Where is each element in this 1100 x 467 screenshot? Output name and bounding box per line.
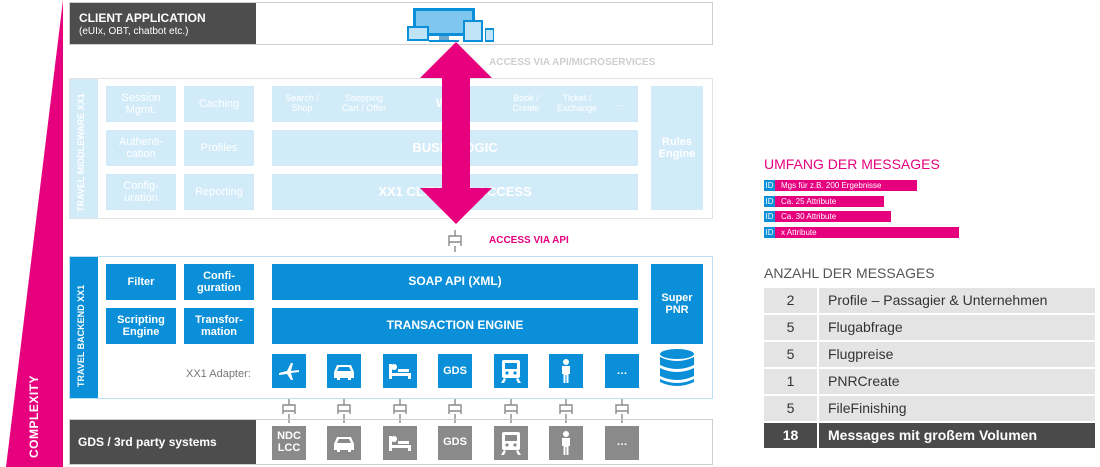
adapter-label: XX1 Adapter: <box>186 368 251 380</box>
gds-title: GDS / 3rd party systems <box>78 435 217 449</box>
ndc-lcc-icon: NDC LCC <box>272 426 306 460</box>
plane-icon <box>272 354 306 388</box>
soap-api: SOAP API (XML) <box>272 264 638 300</box>
profiles: Profiles <box>184 130 254 166</box>
middleware-more: … <box>615 98 625 109</box>
gds-connectors <box>282 399 629 423</box>
api-double-arrow <box>420 42 492 224</box>
hotel-icon <box>383 354 417 388</box>
ticket-exchange: Ticket / Exchange <box>556 93 598 113</box>
caching: Caching <box>184 86 254 122</box>
shopping-cart: Shopping Cart / Offer <box>341 93 387 113</box>
search-shop: Search / Shop <box>285 93 319 113</box>
scripting-engine: Scripting Engine <box>106 308 176 344</box>
gds-hotel-icon <box>383 426 417 460</box>
gds-person-icon <box>549 426 583 460</box>
devices-icon <box>407 8 494 42</box>
gds-panel <box>69 419 713 465</box>
gds-train-icon <box>494 426 528 460</box>
configuration-mw: Config- uration <box>106 174 176 210</box>
gds-icon: GDS <box>438 354 472 388</box>
super-pnr: Super PNR <box>651 264 703 344</box>
api-connector-icon <box>448 230 462 252</box>
person-icon <box>549 354 583 388</box>
complexity-label: COMPLEXITY <box>27 374 41 458</box>
adapter-more: … <box>605 354 639 388</box>
middleware-panel <box>69 78 713 219</box>
car-icon <box>327 354 361 388</box>
database-icon <box>660 349 694 386</box>
umfang-title: UMFANG DER MESSAGES <box>764 156 940 172</box>
train-icon <box>494 354 528 388</box>
gds-more: … <box>605 426 639 460</box>
complexity-wedge <box>6 0 63 467</box>
book-create: Book / Create <box>512 93 540 113</box>
filter: Filter <box>106 264 176 300</box>
backend-label: TRAVEL BACKEND XX1 <box>76 284 86 387</box>
session-mgmt: Session Mgmt. <box>106 86 176 122</box>
backend-panel <box>69 256 713 399</box>
client-application-panel: CLIENT APPLICATION (eUIx, OBT, chatbot e… <box>69 2 713 45</box>
access-microservices-label: ACCESS VIA API/MICROSERVICES <box>489 57 656 68</box>
middleware-label: TRAVEL MIDDLEWARE XX1 <box>76 93 86 212</box>
transaction-engine: TRANSACTION ENGINE <box>272 308 638 344</box>
gds-car-icon <box>327 426 361 460</box>
access-api-label: ACCESS VIA API <box>489 235 569 246</box>
rules-engine: Rules Engine <box>651 86 703 210</box>
anzahl-title: ANZAHL DER MESSAGES <box>764 265 935 281</box>
gds-gds-icon: GDS <box>438 426 472 460</box>
client-title: CLIENT APPLICATION <box>79 11 206 25</box>
table-separators <box>817 288 819 448</box>
reporting: Reporting <box>184 174 254 210</box>
transformation: Transfor- mation <box>184 308 254 344</box>
authentication: Authenti- cation <box>106 130 176 166</box>
client-subtitle: (eUIx, OBT, chatbot etc.) <box>79 26 189 37</box>
configuration-be: Confi- guration <box>184 264 254 300</box>
